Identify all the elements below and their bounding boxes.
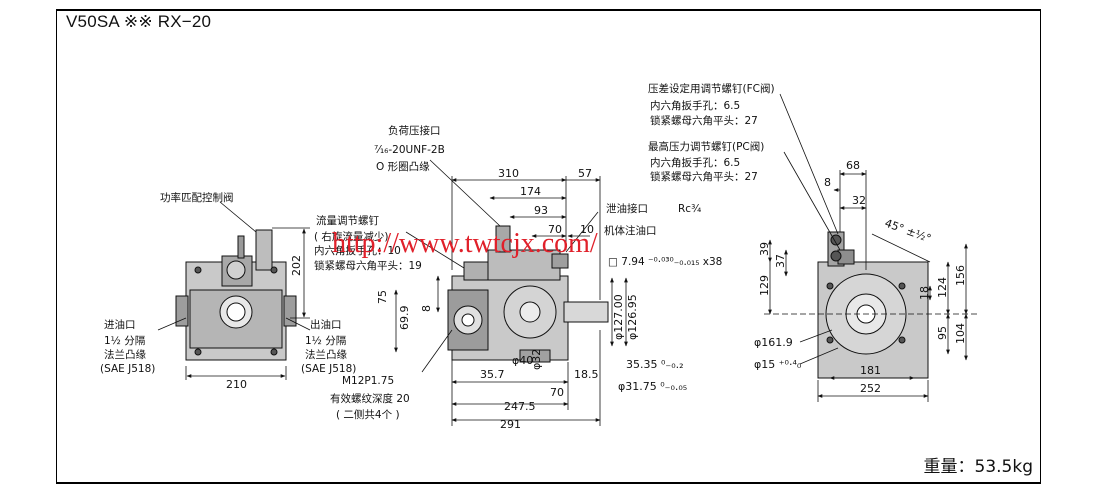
dim-129: 129 <box>758 275 771 296</box>
dim-phi15: φ15 ⁺⁰·⁴₀ <box>754 358 802 371</box>
dim-126-95: φ126.95 <box>626 294 639 340</box>
label-inlet-flange1: 1½ 分隔 <box>104 335 145 347</box>
dim-93: 93 <box>534 204 548 217</box>
middle-view-dims <box>394 159 628 426</box>
dim-156: 156 <box>954 265 967 286</box>
drawing-title: V50SA ※※ RX−20 <box>66 12 212 31</box>
drawing-frame <box>56 9 1041 484</box>
middle-view-pump <box>447 225 609 363</box>
label-flow-screw: 流量调节螺钉 <box>316 214 379 227</box>
dim-252: 252 <box>860 382 881 395</box>
dim-45deg: 45° ±½° <box>883 217 933 246</box>
label-drain: 泄油接口 <box>606 202 648 215</box>
dim-39: 39 <box>758 242 771 256</box>
dim-10: 10 <box>580 223 594 236</box>
dim-95: 95 <box>936 326 949 340</box>
label-fc-hex: 内六角扳手孔：6.5 <box>650 99 740 112</box>
dim-124: 124 <box>936 277 949 298</box>
dim-70a: 70 <box>548 223 562 236</box>
right-view-dims <box>764 93 980 402</box>
label-unload-oring: O 形圈凸缘 <box>376 160 430 173</box>
label-control-valve: 功率匹配控制阀 <box>160 191 234 204</box>
label-fc-screw: 压差设定用调节螺钉(FC阀) <box>648 82 775 95</box>
dim-174: 174 <box>520 185 541 198</box>
dim-31-75: φ31.75 ⁰₋₀.₀₅ <box>618 380 687 393</box>
dim-phi40: φ40 <box>512 354 533 367</box>
dim-310: 310 <box>498 167 519 180</box>
dim-18-5: 18.5 <box>574 368 599 381</box>
label-pc-screw: 最高压力调节螺钉(PC阀) <box>648 140 764 153</box>
left-view-pump <box>175 229 297 361</box>
dim-35-7: 35.7 <box>480 368 505 381</box>
label-outlet: 出油口 <box>310 318 342 331</box>
dim-247-5: 247.5 <box>504 400 536 413</box>
dim-37: 37 <box>774 254 787 268</box>
label-flow-note1: ( 右旋流量减少) <box>314 230 389 243</box>
dim-75: 75 <box>376 290 389 304</box>
label-drain-thread: Rc¾ <box>678 203 701 215</box>
dim-phi32: φ32 <box>530 349 543 370</box>
label-outlet-flange1: 1½ 分隔 <box>305 335 346 347</box>
dim-291: 291 <box>500 418 521 431</box>
label-thread: M12P1.75 <box>342 375 394 387</box>
label-outlet-std: (SAE J518) <box>301 363 356 375</box>
dim-phi161-9: φ161.9 <box>754 336 793 349</box>
label-flow-note3: 锁紧螺母六角平头：19 <box>314 259 422 272</box>
label-fc-nut: 锁紧螺母六角平头：27 <box>650 114 758 127</box>
label-shaft-key: □ 7.94 ⁻⁰·⁰³⁰₋₀.₀₁₅ x38 <box>608 256 722 268</box>
dim-18-right: 18 <box>918 286 931 300</box>
weight-label: 重量：53.5kg <box>923 457 1034 477</box>
dim-70b: 70 <box>550 386 564 399</box>
label-inlet-std: (SAE J518) <box>100 363 155 375</box>
label-inlet-flange2: 法兰凸缘 <box>104 348 146 361</box>
right-view-pump <box>817 231 929 379</box>
dim-202: 202 <box>290 255 303 276</box>
dim-127-00: φ127.00 <box>612 294 625 340</box>
label-unload-port: 负荷压接口 <box>388 124 441 137</box>
dim-104: 104 <box>954 323 967 344</box>
label-pc-hex: 内六角扳手孔：6.5 <box>650 156 740 169</box>
watermark-url: http://www.twtcjx.com/ <box>332 228 598 259</box>
left-view-dims <box>157 201 311 380</box>
label-flow-note2: 内六角扳手孔：10 <box>314 244 401 257</box>
dim-8-right: 8 <box>824 176 831 189</box>
dim-181: 181 <box>860 364 881 377</box>
dim-69-9: 69.9 <box>398 306 411 331</box>
label-pc-nut: 锁紧螺母六角平头：27 <box>650 170 758 183</box>
dim-35-35: 35.35 ⁰₋₀.₂ <box>626 358 684 371</box>
label-unload-thread: ⁷⁄₁₆-20UNF-2B <box>374 144 445 156</box>
label-fill-port: 机体注油口 <box>604 224 657 237</box>
dim-68: 68 <box>846 159 860 172</box>
label-thread-depth: 有效螺纹深度 20 <box>330 392 410 405</box>
dim-210: 210 <box>226 378 247 391</box>
label-outlet-flange2: 法兰凸缘 <box>305 348 347 361</box>
dim-8: 8 <box>420 305 433 312</box>
dim-32-right: 32 <box>852 194 866 207</box>
label-thread-count: ( 二侧共4个 ) <box>336 408 400 421</box>
dim-57: 57 <box>578 167 592 180</box>
label-inlet: 进油口 <box>104 318 136 331</box>
